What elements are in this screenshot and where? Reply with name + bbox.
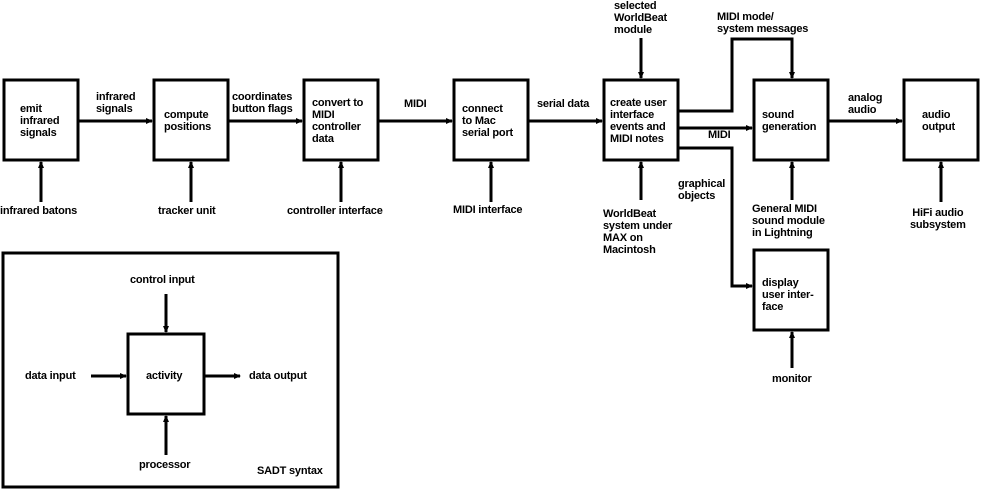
activity-compute-label: compute positions bbox=[164, 109, 212, 133]
mechanism-label-display: monitor bbox=[772, 373, 812, 385]
box-create bbox=[602, 78, 680, 162]
flow-label-serial-data: serial data bbox=[537, 98, 590, 110]
flow-label-analog-audio: analog audio bbox=[848, 92, 883, 116]
flow-label-midi: MIDI bbox=[404, 98, 427, 110]
flow-label-infrared-signals: infrared signals bbox=[96, 91, 136, 115]
flow-label-midi-notes: MIDI bbox=[708, 129, 731, 141]
legend-output-label: data output bbox=[249, 370, 307, 382]
legend-input-label: data input bbox=[25, 370, 76, 382]
flow-label-coordinates: coordinates button flags bbox=[232, 91, 293, 115]
legend-activity-box bbox=[126, 332, 206, 416]
flow-label-graphical-objects: graphical objects bbox=[678, 178, 726, 202]
mechanism-label-convert: controller interface bbox=[287, 205, 383, 217]
mechanism-label-audio: HiFi audio subsystem bbox=[910, 207, 966, 231]
legend-control-label: control input bbox=[130, 274, 195, 286]
box-display bbox=[752, 248, 830, 332]
legend-mechanism-label: processor bbox=[139, 459, 191, 471]
activity-display-label: display user inter- face bbox=[762, 277, 814, 313]
activity-sound-label: sound generation bbox=[762, 109, 817, 133]
mechanism-label-sound: General MIDI sound module in Lightning bbox=[752, 203, 825, 239]
legend-title: SADT syntax bbox=[257, 465, 323, 477]
flow-create-sound-control bbox=[678, 37, 795, 113]
control-label-create: selected WorldBeat module bbox=[614, 0, 668, 36]
legend-activity-label: activity bbox=[146, 370, 183, 382]
mechanism-label-create: WorldBeat system under MAX on Macintosh bbox=[603, 208, 673, 256]
flow-label-midi-mode: MIDI mode/ system messages bbox=[717, 11, 809, 35]
activity-create-label: create user interface events and MIDI no… bbox=[610, 97, 667, 145]
box-audio bbox=[902, 78, 980, 162]
flow-create-display bbox=[678, 146, 753, 289]
activity-audio-label: audio output bbox=[922, 109, 956, 133]
activity-emit-label: emit infrared signals bbox=[20, 103, 60, 139]
mechanism-label-compute: tracker unit bbox=[158, 205, 216, 217]
mechanism-label-emit: infrared batons bbox=[0, 205, 78, 217]
legend-frame bbox=[1, 251, 340, 489]
mechanism-label-connect: MIDI interface bbox=[453, 204, 523, 216]
activity-convert-label: convert to MIDI controller data bbox=[312, 97, 364, 145]
activity-connect-label: connect to Mac serial port bbox=[462, 103, 513, 139]
